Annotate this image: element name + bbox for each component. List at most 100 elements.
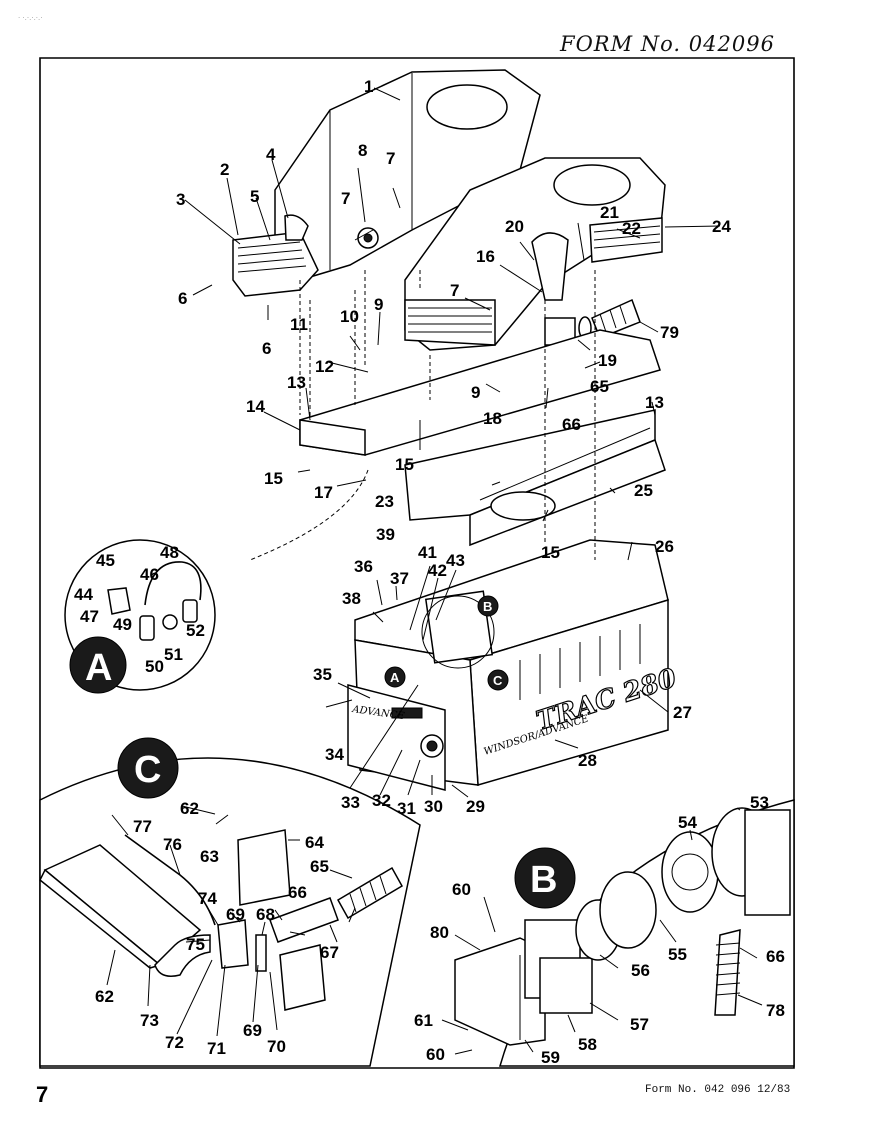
part-label: 26 xyxy=(655,537,674,556)
part-label: 6 xyxy=(262,339,271,358)
part-label: 7 xyxy=(341,189,350,208)
part-label: 66 xyxy=(766,947,785,966)
part-label: 6 xyxy=(178,289,187,308)
part-label: 68 xyxy=(256,905,275,924)
detail-b-badge-text: B xyxy=(530,859,557,901)
part-label: 39 xyxy=(376,525,395,544)
part-label: 15 xyxy=(395,455,414,474)
part-label: 65 xyxy=(590,377,609,396)
mounting-trays xyxy=(299,290,666,547)
detail-a-badge-text: A xyxy=(85,647,112,689)
part-label: 34 xyxy=(325,745,344,764)
part-label: 77 xyxy=(133,817,152,836)
alignment-lines xyxy=(249,270,596,561)
svg-text:C: C xyxy=(493,673,503,688)
part-label: 60 xyxy=(452,880,471,899)
detail-view-c: C xyxy=(39,737,421,1067)
scan-artifact: · ·.·.·.·.· xyxy=(18,14,43,22)
part-label: 56 xyxy=(631,961,650,980)
part-label: 9 xyxy=(471,383,480,402)
part-label: 75 xyxy=(186,935,205,954)
part-label: 45 xyxy=(96,551,115,570)
form-footer: Form No. 042 096 12/83 xyxy=(645,1084,791,1096)
part-label: 42 xyxy=(428,561,447,580)
part-label: 3 xyxy=(176,190,185,209)
part-label: 14 xyxy=(246,397,265,416)
part-label: 28 xyxy=(578,751,597,770)
part-label: 5 xyxy=(250,187,259,206)
part-label: 78 xyxy=(766,1001,785,1020)
part-label: 35 xyxy=(313,665,332,684)
part-label: 58 xyxy=(578,1035,597,1054)
part-label: 51 xyxy=(164,645,183,664)
part-label: 52 xyxy=(186,621,205,640)
part-label: 46 xyxy=(140,565,159,584)
detail-view-b: B xyxy=(454,799,795,1067)
part-label: 76 xyxy=(163,835,182,854)
detail-c-badge-text: C xyxy=(134,749,161,791)
part-label: 38 xyxy=(342,589,361,608)
part-label: 30 xyxy=(424,797,443,816)
diagram-frame xyxy=(39,57,795,1069)
part-label: 69 xyxy=(243,1021,262,1040)
part-label: 33 xyxy=(341,793,360,812)
part-label: 70 xyxy=(267,1037,286,1056)
part-label: 22 xyxy=(622,219,641,238)
part-label: 44 xyxy=(74,585,93,604)
part-label: 23 xyxy=(375,492,394,511)
part-label: 72 xyxy=(165,1033,184,1052)
part-label: 67 xyxy=(320,943,339,962)
part-label: 12 xyxy=(315,357,334,376)
part-label: 18 xyxy=(483,409,502,428)
part-label: 2 xyxy=(220,160,229,179)
part-label: 15 xyxy=(541,543,560,562)
part-label: 31 xyxy=(397,799,416,818)
part-label: 57 xyxy=(630,1015,649,1034)
callout-badges-small: B A C xyxy=(384,595,509,691)
part-label: 64 xyxy=(305,833,324,852)
part-label: 24 xyxy=(712,217,731,236)
leader-lines xyxy=(106,87,763,1055)
part-label: 53 xyxy=(750,793,769,812)
part-label: 17 xyxy=(314,483,333,502)
part-label: 49 xyxy=(113,615,132,634)
part-label: 7 xyxy=(450,281,459,300)
part-label: 48 xyxy=(160,543,179,562)
part-label: 15 xyxy=(264,469,283,488)
svg-text:B: B xyxy=(483,599,492,614)
solution-hood-assembly xyxy=(404,157,666,351)
part-label: 66 xyxy=(288,883,307,902)
part-label: 71 xyxy=(207,1039,226,1058)
part-label: 8 xyxy=(358,141,367,160)
part-label: 54 xyxy=(678,813,697,832)
part-label: 4 xyxy=(266,145,276,164)
part-label: 80 xyxy=(430,923,449,942)
part-label: 43 xyxy=(446,551,465,570)
part-label: 60 xyxy=(426,1045,445,1064)
part-label: 55 xyxy=(668,945,687,964)
part-label: 63 xyxy=(200,847,219,866)
part-label: 69 xyxy=(226,905,245,924)
part-label: 66 xyxy=(562,415,581,434)
part-label: 36 xyxy=(354,557,373,576)
part-label: 65 xyxy=(310,857,329,876)
part-label: 37 xyxy=(390,569,409,588)
part-label: 9 xyxy=(374,295,383,314)
part-label: 47 xyxy=(80,607,99,626)
part-label: 41 xyxy=(418,543,437,562)
detail-view-a: A xyxy=(64,539,216,694)
part-label: 1 xyxy=(364,77,373,96)
part-label: 62 xyxy=(180,799,199,818)
part-number-labels: 1 2 3 4 5 6 6 7 7 7 8 9 9 10 11 12 13 13… xyxy=(74,77,785,1067)
part-label: 7 xyxy=(386,149,395,168)
part-label: 21 xyxy=(600,203,619,222)
part-label: 74 xyxy=(198,889,217,908)
part-label: 50 xyxy=(145,657,164,676)
part-label: 16 xyxy=(476,247,495,266)
part-label: 20 xyxy=(505,217,524,236)
part-label: 11 xyxy=(290,315,308,334)
part-label: 73 xyxy=(140,1011,159,1030)
part-label: 13 xyxy=(287,373,306,392)
part-label: 25 xyxy=(634,481,653,500)
